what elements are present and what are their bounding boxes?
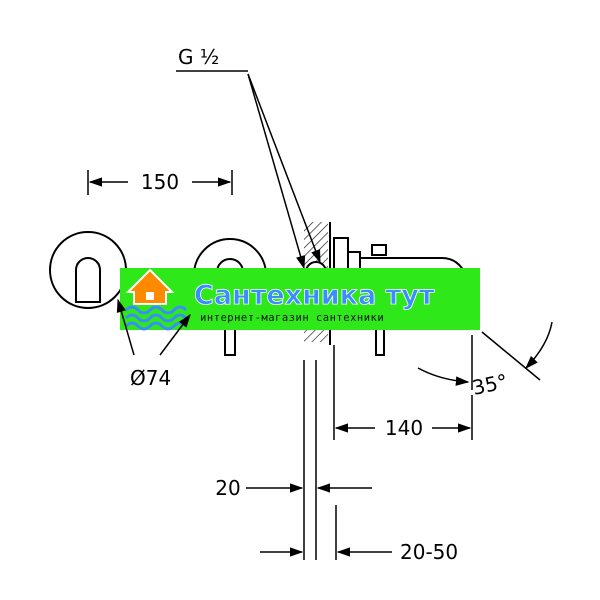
angle-arc-left	[417, 367, 470, 386]
diameter-leader-a	[116, 298, 135, 356]
diameter-leader-b	[159, 313, 191, 356]
house-logo-icon	[124, 268, 188, 331]
spout-top-knob	[371, 244, 387, 256]
watermark-title: Сантехника тут	[194, 280, 435, 311]
watermark-subtitle: интернет-магазин сантехники	[200, 312, 384, 324]
dim-150-label: 150	[141, 170, 179, 194]
thread-leader-line-a	[247, 73, 306, 270]
angle-spout-line	[481, 331, 541, 381]
diameter-label: Ø74	[130, 366, 171, 390]
dim-20-label: 20	[215, 476, 240, 500]
dim-140-label: 140	[385, 416, 423, 440]
dim-20-50-label: 20-50	[400, 540, 458, 564]
angle-arc-right	[525, 321, 553, 369]
angle-label: 35°	[470, 369, 510, 400]
thread-label: G ½	[178, 45, 219, 69]
left-handle-lever	[75, 257, 101, 303]
